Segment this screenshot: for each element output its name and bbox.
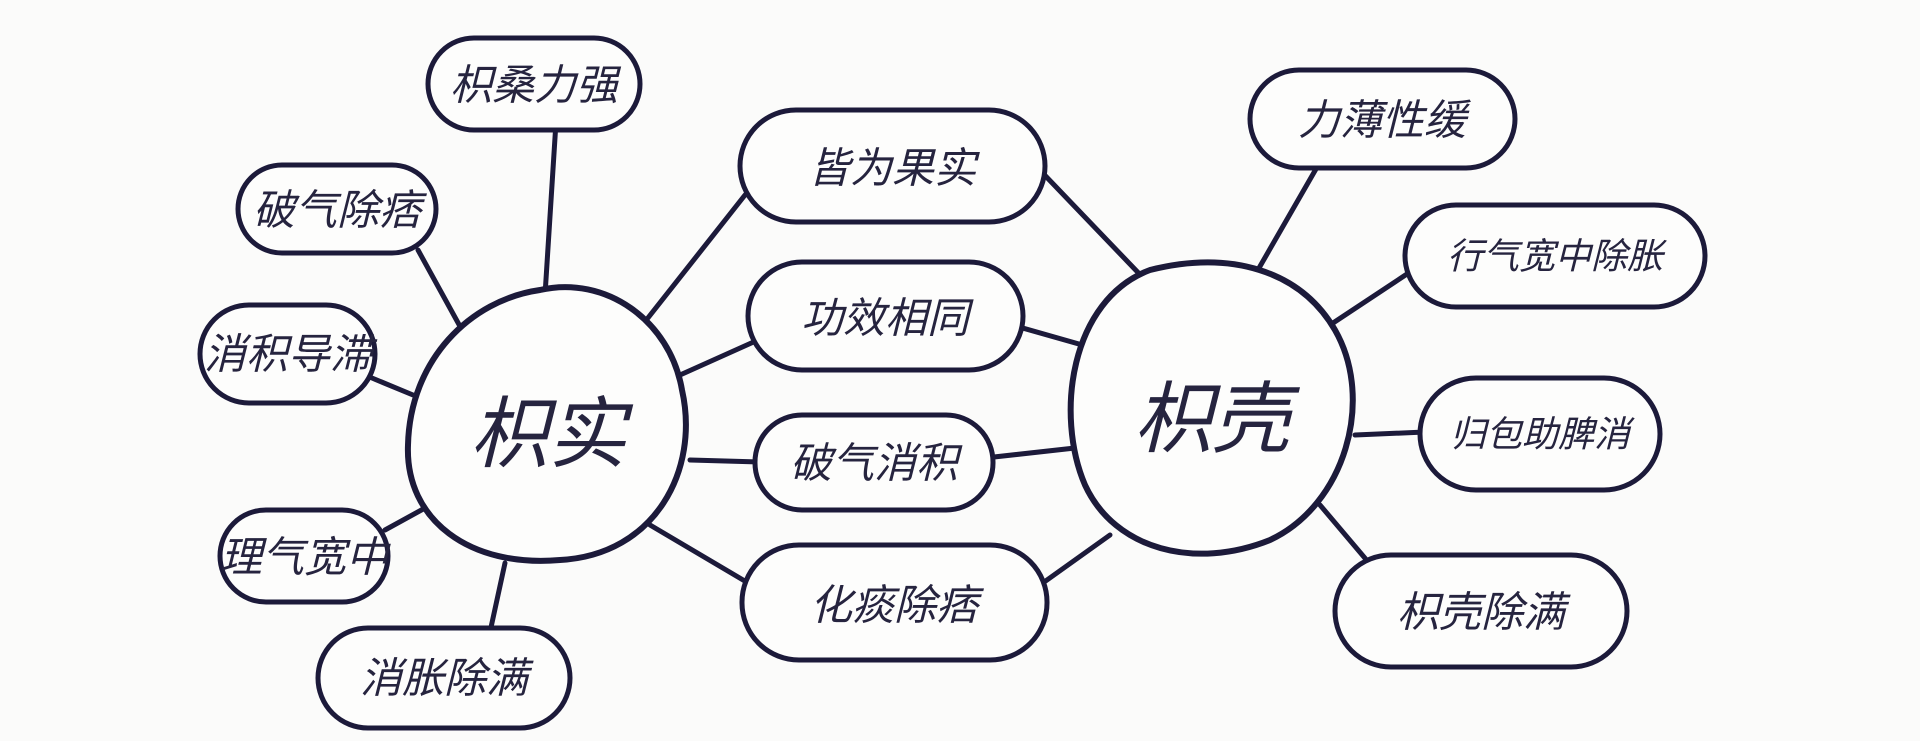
node-left-bottom-label: 消胀除满 <box>360 654 534 703</box>
node-right-upper-right-shape <box>1402 202 1708 310</box>
node-left-upper-left-label: 破气除痞 <box>253 186 427 235</box>
edge-right-shared-4 <box>1037 532 1113 588</box>
hub-left-label: 枳实 <box>470 390 634 480</box>
node-shared-1-shape <box>737 107 1048 225</box>
edge-right-top <box>1252 159 1323 278</box>
node-left-top: 枳桑力强 <box>425 35 643 133</box>
edge-right-shared-1 <box>1032 162 1153 288</box>
edge-left-middle-left <box>369 375 416 398</box>
node-right-middle-right: 归包助脾消 <box>1417 375 1663 493</box>
edge-left-shared-3 <box>687 457 763 465</box>
hub-left: 枳实 <box>404 284 689 564</box>
node-right-top: 力薄性缓 <box>1247 67 1518 171</box>
node-left-lower-left-label: 理气宽中 <box>220 533 391 582</box>
edge-left-shared-4 <box>647 522 763 593</box>
hub-right: 枳壳 <box>1067 259 1356 557</box>
node-right-top-label: 力薄性缓 <box>1298 96 1471 145</box>
node-shared-2: 功效相同 <box>745 259 1026 373</box>
hub-right-shape <box>1067 259 1356 557</box>
node-left-upper-left-shape <box>235 162 439 256</box>
node-shared-3: 破气消积 <box>752 412 996 513</box>
node-shared-3-shape <box>752 412 996 513</box>
node-shared-4-label: 化痰除痞 <box>810 581 984 630</box>
hub-left-shape <box>404 284 689 564</box>
edge-right-shared-3 <box>982 445 1078 461</box>
node-right-bottom-label: 枳壳除满 <box>1397 588 1571 637</box>
edge-left-upper-left <box>415 247 465 333</box>
edge-left-shared-2 <box>677 337 761 378</box>
node-right-middle-right-label: 归包助脾消 <box>1450 415 1635 456</box>
node-shared-4: 化痰除痞 <box>739 542 1050 663</box>
node-right-upper-right-label: 行气宽中除胀 <box>1447 237 1667 278</box>
node-shared-3-label: 破气消积 <box>790 439 963 488</box>
node-right-upper-right: 行气宽中除胀 <box>1402 202 1708 310</box>
node-shared-1: 皆为果实 <box>737 107 1048 225</box>
node-right-top-shape <box>1247 67 1518 171</box>
hub-right-label: 枳壳 <box>1134 375 1300 465</box>
node-right-middle-right-shape <box>1417 375 1663 493</box>
node-left-bottom-shape <box>315 625 573 731</box>
node-left-lower-left-shape <box>217 507 391 605</box>
node-left-middle-left-shape <box>197 302 378 406</box>
node-left-middle-left: 消积导滞 <box>197 302 378 406</box>
edge-left-bottom <box>487 560 508 635</box>
node-left-lower-left: 理气宽中 <box>217 507 391 605</box>
node-left-top-shape <box>425 35 643 133</box>
node-right-bottom: 枳壳除满 <box>1332 552 1630 670</box>
edges <box>369 119 1428 635</box>
edge-left-top <box>542 119 559 298</box>
node-shared-2-label: 功效相同 <box>801 294 974 343</box>
node-left-top-label: 枳桑力强 <box>450 61 622 110</box>
node-left-upper-left: 破气除痞 <box>235 162 439 256</box>
edge-right-upper-right <box>1327 269 1413 328</box>
node-shared-4-shape <box>739 542 1050 663</box>
edge-left-shared-1 <box>637 192 748 331</box>
node-shared-1-label: 皆为果实 <box>808 144 980 193</box>
node-left-middle-left-label: 消积导滞 <box>204 330 378 379</box>
edge-left-lower-left <box>382 505 428 533</box>
edge-right-middle-right <box>1352 429 1428 438</box>
node-right-bottom-shape <box>1332 552 1630 670</box>
node-left-bottom: 消胀除满 <box>315 625 573 731</box>
node-shared-2-shape <box>745 259 1026 373</box>
